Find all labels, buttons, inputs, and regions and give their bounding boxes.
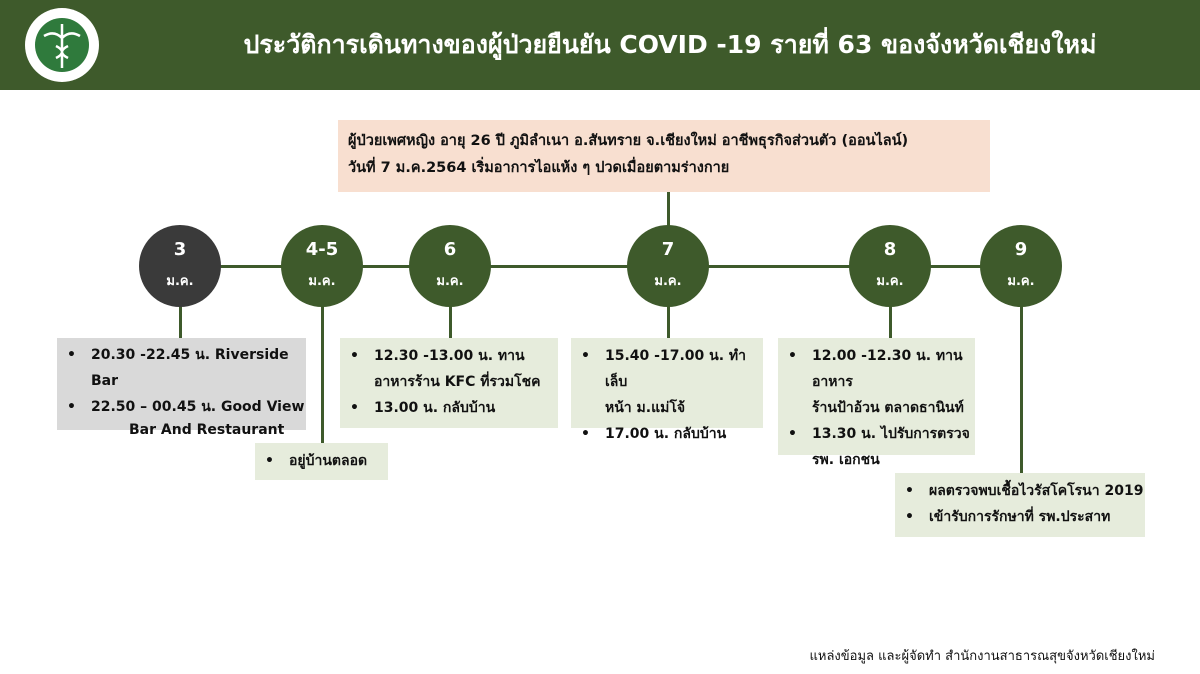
connector <box>321 300 324 443</box>
date-node-8: 8 ม.ค. <box>849 225 931 307</box>
node-day: 8 <box>883 239 897 260</box>
timeline-line <box>180 265 1021 268</box>
header-bar: ประวัติการเดินทางของผู้ป่วยยืนยัน COVID … <box>0 0 1200 90</box>
activity-item: 22.50 – 00.45 น. Good View <box>57 394 306 420</box>
symptom-info-line: วันที่ 7 ม.ค.2564 เริ่มอาการไอแห้ง ๆ ปวด… <box>348 160 730 176</box>
patient-info-line: ผู้ป่วยเพศหญิง อายุ 26 ปี ภูมิลำเนา อ.สั… <box>348 133 909 149</box>
connector <box>1020 300 1023 473</box>
activity-box-4-5: อยู่บ้านตลอด <box>255 443 388 480</box>
activity-item: 20.30 -22.45 น. Riverside Bar <box>57 342 306 394</box>
activity-item-cont: รพ. เอกชน <box>812 452 880 468</box>
date-node-4-5: 4-5 ม.ค. <box>281 225 363 307</box>
activity-box-3: 20.30 -22.45 น. Riverside Bar 22.50 – 00… <box>57 338 306 438</box>
date-node-9: 9 ม.ค. <box>980 225 1062 307</box>
activity-item-cont: Bar And Restaurant <box>129 422 285 438</box>
date-node-7: 7 ม.ค. <box>627 225 709 307</box>
connector <box>179 300 182 338</box>
source-credit: แหล่งข้อมูล และผู้จัดทำ สำนักงานสาธารณสุ… <box>809 649 1155 664</box>
node-month: ม.ค. <box>166 274 194 289</box>
page-title: ประวัติการเดินทางของผู้ป่วยยืนยัน COVID … <box>243 30 1097 59</box>
node-day: 7 <box>661 239 675 260</box>
connector <box>449 300 452 338</box>
activity-item-cont: หน้า ม.แม่โจ้ <box>605 400 686 416</box>
node-month: ม.ค. <box>654 274 682 289</box>
node-month: ม.ค. <box>1007 274 1035 289</box>
activity-box-9: ผลตรวจพบเชื้อไวรัสโคโรนา 2019 เข้ารับการ… <box>895 473 1145 537</box>
connector <box>667 192 670 232</box>
activity-item: 15.40 -17.00 น. ทำเล็บ <box>571 343 763 395</box>
activity-item: ผลตรวจพบเชื้อไวรัสโคโรนา 2019 <box>895 478 1145 504</box>
node-month: ม.ค. <box>876 274 904 289</box>
activity-item: 12.00 -12.30 น. ทานอาหาร <box>778 343 975 395</box>
activity-item-cont: ร้านป้าอ้วน ตลาดธานินท์ <box>812 400 964 416</box>
activity-box-6: 12.30 -13.00 น. ทาน อาหารร้าน KFC ที่รวม… <box>340 338 558 428</box>
activity-item-cont: อาหารร้าน KFC ที่รวมโชค <box>374 374 541 390</box>
ministry-logo <box>25 8 99 82</box>
activity-item: เข้ารับการรักษาที่ รพ.ประสาท <box>895 504 1145 530</box>
date-node-6: 6 ม.ค. <box>409 225 491 307</box>
node-month: ม.ค. <box>436 274 464 289</box>
connector <box>889 300 892 338</box>
connector <box>667 300 670 338</box>
node-day: 4-5 <box>305 239 339 260</box>
node-day: 9 <box>1014 239 1028 260</box>
activity-item: 12.30 -13.00 น. ทาน <box>340 343 558 369</box>
date-node-3: 3 ม.ค. <box>139 225 221 307</box>
node-day: 3 <box>173 239 187 260</box>
patient-info-box: ผู้ป่วยเพศหญิง อายุ 26 ปี ภูมิลำเนา อ.สั… <box>338 120 990 192</box>
activity-box-8: 12.00 -12.30 น. ทานอาหาร ร้านป้าอ้วน ตลา… <box>778 338 975 468</box>
activity-box-7: 15.40 -17.00 น. ทำเล็บ หน้า ม.แม่โจ้ 17.… <box>571 338 763 447</box>
activity-item: อยู่บ้านตลอด <box>255 448 388 474</box>
node-month: ม.ค. <box>308 274 336 289</box>
activity-item: 13.00 น. กลับบ้าน <box>340 395 558 421</box>
node-day: 6 <box>443 239 457 260</box>
activity-item: 13.30 น. ไปรับการตรวจ <box>778 421 975 447</box>
activity-item: 17.00 น. กลับบ้าน <box>571 421 763 447</box>
